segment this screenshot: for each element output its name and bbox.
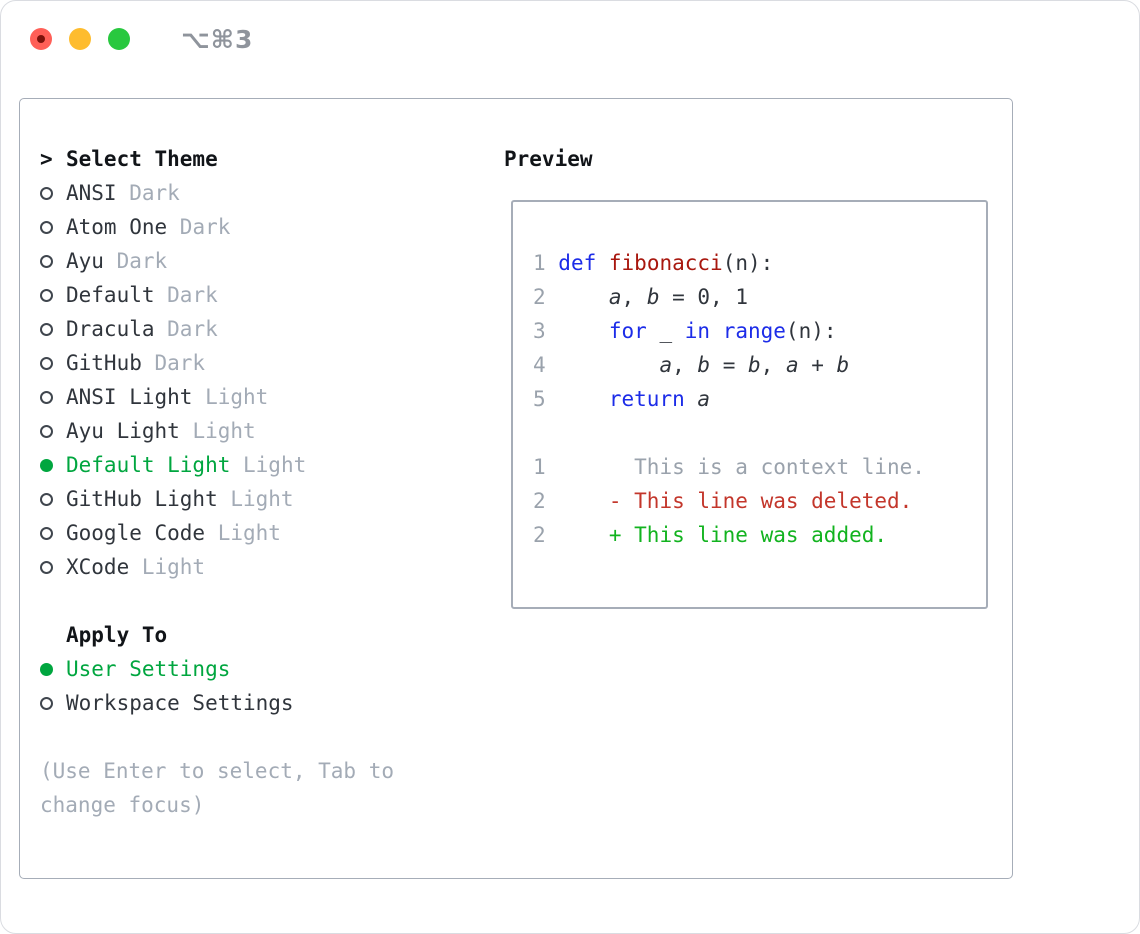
radio-icon — [40, 288, 53, 302]
radio-selected-icon — [40, 662, 53, 676]
spacer — [40, 720, 440, 754]
theme-variant-badge: Light — [192, 385, 269, 409]
theme-option-google-code-light[interactable]: Google Code Light — [40, 516, 440, 550]
theme-option-dracula-dark[interactable]: Dracula Dark — [40, 312, 440, 346]
radio-icon — [40, 390, 53, 404]
theme-name: Atom One — [66, 215, 168, 239]
theme-variant-badge: Dark — [116, 181, 180, 205]
theme-variant-badge: Dark — [167, 215, 231, 239]
theme-name: GitHub — [66, 351, 142, 375]
theme-variant-badge: Dark — [103, 249, 168, 273]
apply-option-user-settings[interactable]: User Settings — [40, 652, 440, 686]
theme-name: GitHub Light — [66, 487, 218, 511]
preview-title: Preview — [504, 147, 593, 171]
theme-variant-badge: Dark — [141, 351, 206, 375]
theme-name: ANSI — [66, 181, 117, 205]
radio-icon — [40, 560, 53, 574]
minimize-button[interactable] — [69, 28, 91, 50]
theme-name: Dracula — [66, 317, 155, 341]
close-button[interactable] — [30, 28, 52, 50]
theme-name: Default — [66, 283, 155, 307]
theme-name: Ayu Light — [66, 419, 180, 443]
apply-option-label: User Settings — [66, 657, 231, 681]
theme-variant-badge: Light — [205, 521, 281, 545]
theme-variant-badge: Light — [179, 419, 256, 443]
theme-option-github-light-light[interactable]: GitHub Light Light — [40, 482, 440, 516]
window-title: ⌥⌘3 — [181, 24, 254, 54]
theme-variant-badge: Dark — [154, 283, 218, 307]
focus-caret-icon: > — [40, 147, 53, 171]
zoom-button[interactable] — [108, 28, 130, 50]
theme-option-xcode-light[interactable]: XCode Light — [40, 550, 440, 584]
spacer — [40, 584, 440, 618]
code-line: 2 + This line was added. — [533, 518, 986, 552]
theme-variant-badge: Dark — [154, 317, 218, 341]
code-line: 2 a, b = 0, 1 — [533, 280, 986, 314]
help-text: (Use Enter to select, Tab to change focu… — [40, 759, 395, 817]
code-line: 3 for _ in range(n): — [533, 314, 986, 348]
select-theme-header: > Select Theme — [40, 142, 440, 176]
theme-variant-badge: Light — [129, 555, 206, 579]
radio-icon — [40, 356, 53, 370]
radio-icon — [40, 322, 53, 336]
theme-name: Google Code — [66, 521, 206, 545]
theme-name: Ayu — [66, 249, 104, 273]
radio-icon — [40, 526, 53, 540]
theme-name: XCode — [66, 555, 130, 579]
theme-option-default-light-light[interactable]: Default Light Light — [40, 448, 440, 482]
theme-variant-badge: Light — [230, 453, 307, 477]
line-number: 3 — [533, 319, 546, 343]
line-number: 1 — [533, 455, 546, 479]
apply-to-title: Apply To — [66, 623, 168, 647]
line-number: 2 — [533, 523, 546, 547]
code-line: 4 a, b = b, a + b — [533, 348, 986, 382]
radio-icon — [40, 254, 53, 268]
theme-variant-badge: Light — [217, 487, 294, 511]
apply-option-label: Workspace Settings — [66, 691, 294, 715]
line-number: 2 — [533, 285, 546, 309]
theme-option-default-dark[interactable]: Default Dark — [40, 278, 440, 312]
code-line: 5 return a — [533, 382, 986, 416]
line-number: 2 — [533, 489, 546, 513]
theme-option-ayu-dark[interactable]: Ayu Dark — [40, 244, 440, 278]
code-blank-line — [533, 416, 986, 450]
titlebar: ⌥⌘3 — [30, 25, 253, 54]
radio-icon — [40, 696, 53, 710]
theme-option-atom-one-dark[interactable]: Atom One Dark — [40, 210, 440, 244]
radio-selected-icon — [40, 458, 53, 472]
theme-option-ayu-light-light[interactable]: Ayu Light Light — [40, 414, 440, 448]
apply-to-header: Apply To — [40, 618, 440, 652]
theme-name: ANSI Light — [66, 385, 193, 409]
theme-name: Default Light — [66, 453, 231, 477]
theme-option-github-dark[interactable]: GitHub Dark — [40, 346, 440, 380]
radio-icon — [40, 220, 53, 234]
apply-option-workspace-settings[interactable]: Workspace Settings — [40, 686, 440, 720]
radio-icon — [40, 186, 53, 200]
radio-icon — [40, 424, 53, 438]
theme-option-ansi-light-light[interactable]: ANSI Light Light — [40, 380, 440, 414]
line-number: 1 — [533, 251, 546, 275]
theme-option-ansi-dark[interactable]: ANSI Dark — [40, 176, 440, 210]
radio-icon — [40, 492, 53, 506]
code-line: 1 This is a context line. — [533, 450, 986, 484]
line-number: 4 — [533, 353, 546, 377]
select-theme-title: Select Theme — [66, 147, 218, 171]
line-number: 5 — [533, 387, 546, 411]
code-line: 2 - This line was deleted. — [533, 484, 986, 518]
